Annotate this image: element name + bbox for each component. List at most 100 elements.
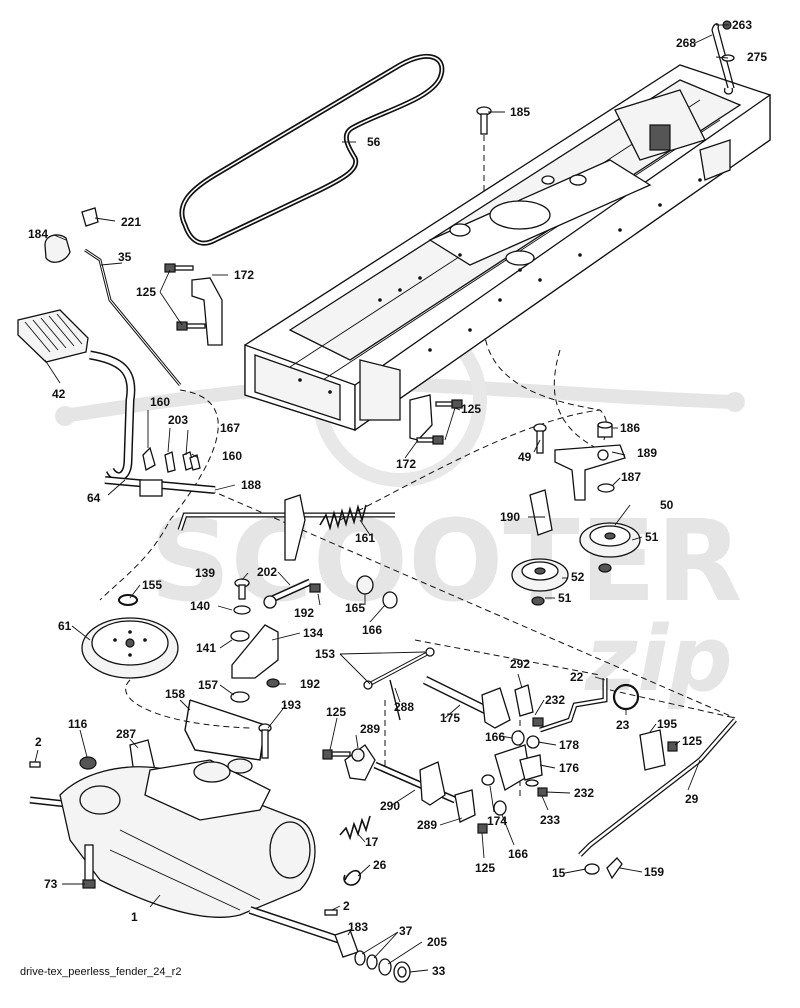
callout-268: 268 — [676, 36, 696, 50]
callout-160-b: 160 — [222, 449, 242, 463]
pulley-61 — [81, 617, 179, 679]
callout-2-right: 2 — [343, 899, 350, 913]
callout-140: 140 — [190, 599, 210, 613]
bolt-125-right — [667, 741, 678, 752]
callout-287: 287 — [116, 727, 136, 741]
shaft-175 — [423, 675, 492, 717]
callout-33: 33 — [432, 964, 446, 978]
callout-289-right: 289 — [417, 818, 437, 832]
callout-49: 49 — [518, 450, 532, 464]
callout-166-lower: 166 — [508, 847, 528, 861]
callout-158: 158 — [165, 687, 185, 701]
drive-belt — [179, 53, 445, 246]
nut-51-lower — [531, 596, 545, 606]
bolt-125-lower-b — [477, 823, 488, 834]
washer-166-lower — [493, 800, 507, 816]
clip-160-a — [142, 446, 156, 472]
pedal-arm-64 — [89, 350, 136, 481]
bolt-125-lower-a — [322, 749, 351, 760]
bolt-125-top-a — [164, 263, 194, 273]
bolt-125-top-b — [176, 321, 206, 331]
bolt-233 — [537, 787, 548, 797]
bolt-232-upper — [532, 717, 544, 727]
callout-73: 73 — [44, 877, 58, 891]
rod-153 — [363, 647, 435, 690]
callout-290: 290 — [380, 799, 400, 813]
callout-161: 161 — [355, 531, 375, 545]
bolt-232-lower — [525, 779, 539, 787]
callout-125-lower-a: 125 — [326, 705, 346, 719]
bracket-190 — [529, 489, 553, 536]
nut-192-upper — [309, 583, 321, 593]
callout-125-lower-b: 125 — [475, 861, 495, 875]
watermark-brand: SCOOTER — [150, 497, 742, 627]
clip-221 — [81, 207, 99, 227]
pulley-50 — [579, 522, 641, 558]
rod-22 — [539, 678, 608, 733]
callout-205: 205 — [427, 935, 447, 949]
callout-159: 159 — [644, 865, 664, 879]
bracket-195 — [639, 729, 666, 771]
washer-141 — [230, 630, 250, 642]
callout-50: 50 — [660, 498, 674, 512]
bolt-139 — [234, 578, 250, 600]
callout-275: 275 — [747, 50, 767, 64]
callout-289-left: 289 — [360, 722, 380, 736]
callout-185: 185 — [510, 105, 530, 119]
callout-167: 167 — [220, 421, 240, 435]
key-2-right — [324, 909, 338, 916]
callout-292: 292 — [510, 657, 530, 671]
rod-lever — [177, 494, 395, 561]
key-2-left — [29, 761, 41, 768]
idler-arm-189 — [554, 444, 626, 501]
callout-153: 153 — [315, 647, 335, 661]
callout-1: 1 — [131, 910, 138, 924]
callout-192-lower: 192 — [300, 677, 320, 691]
callout-165: 165 — [345, 601, 365, 615]
callout-35: 35 — [118, 250, 132, 264]
transaxle-1 — [29, 758, 342, 944]
washer-37-b — [366, 954, 378, 970]
pulley-52 — [511, 558, 569, 592]
callout-26: 26 — [373, 858, 387, 872]
spring-17 — [339, 815, 371, 841]
callout-175: 175 — [440, 711, 460, 725]
ring-155 — [118, 594, 138, 606]
bushing-165 — [356, 575, 374, 595]
callout-232-lower: 232 — [574, 786, 594, 800]
washer-205 — [378, 958, 392, 976]
spring-161 — [319, 504, 367, 531]
bolt-125-mid-a — [435, 399, 463, 409]
washer-33 — [393, 961, 411, 983]
washer-15 — [584, 863, 600, 875]
callout-233: 233 — [540, 813, 560, 827]
bolt-49 — [533, 423, 547, 454]
callout-288: 288 — [394, 700, 414, 714]
callout-189: 189 — [637, 446, 657, 460]
nut-51-upper — [598, 563, 612, 573]
watermark-sub: zip — [584, 607, 733, 712]
washer-166-mid — [511, 730, 525, 746]
washer-157 — [230, 691, 250, 703]
nut-116 — [79, 756, 97, 770]
pin-159 — [606, 857, 623, 880]
callout-176: 176 — [559, 761, 579, 775]
callout-2-left: 2 — [35, 735, 42, 749]
callout-17: 17 — [365, 835, 379, 849]
callout-183: 183 — [348, 920, 368, 934]
pedal-42 — [17, 309, 89, 363]
callout-178: 178 — [559, 738, 579, 752]
callout-192-upper: 192 — [294, 606, 314, 620]
bolt-73 — [82, 844, 96, 889]
callout-160-a: 160 — [150, 395, 170, 409]
callout-22: 22 — [570, 670, 584, 684]
callout-29: 29 — [685, 792, 699, 806]
callout-125-right: 125 — [682, 734, 702, 748]
bracket-289-left — [344, 744, 376, 781]
pin-183 — [334, 929, 359, 958]
callout-23: 23 — [616, 718, 630, 732]
pin-203 — [164, 451, 176, 473]
callout-52: 52 — [571, 570, 585, 584]
chassis-frame — [244, 64, 771, 432]
